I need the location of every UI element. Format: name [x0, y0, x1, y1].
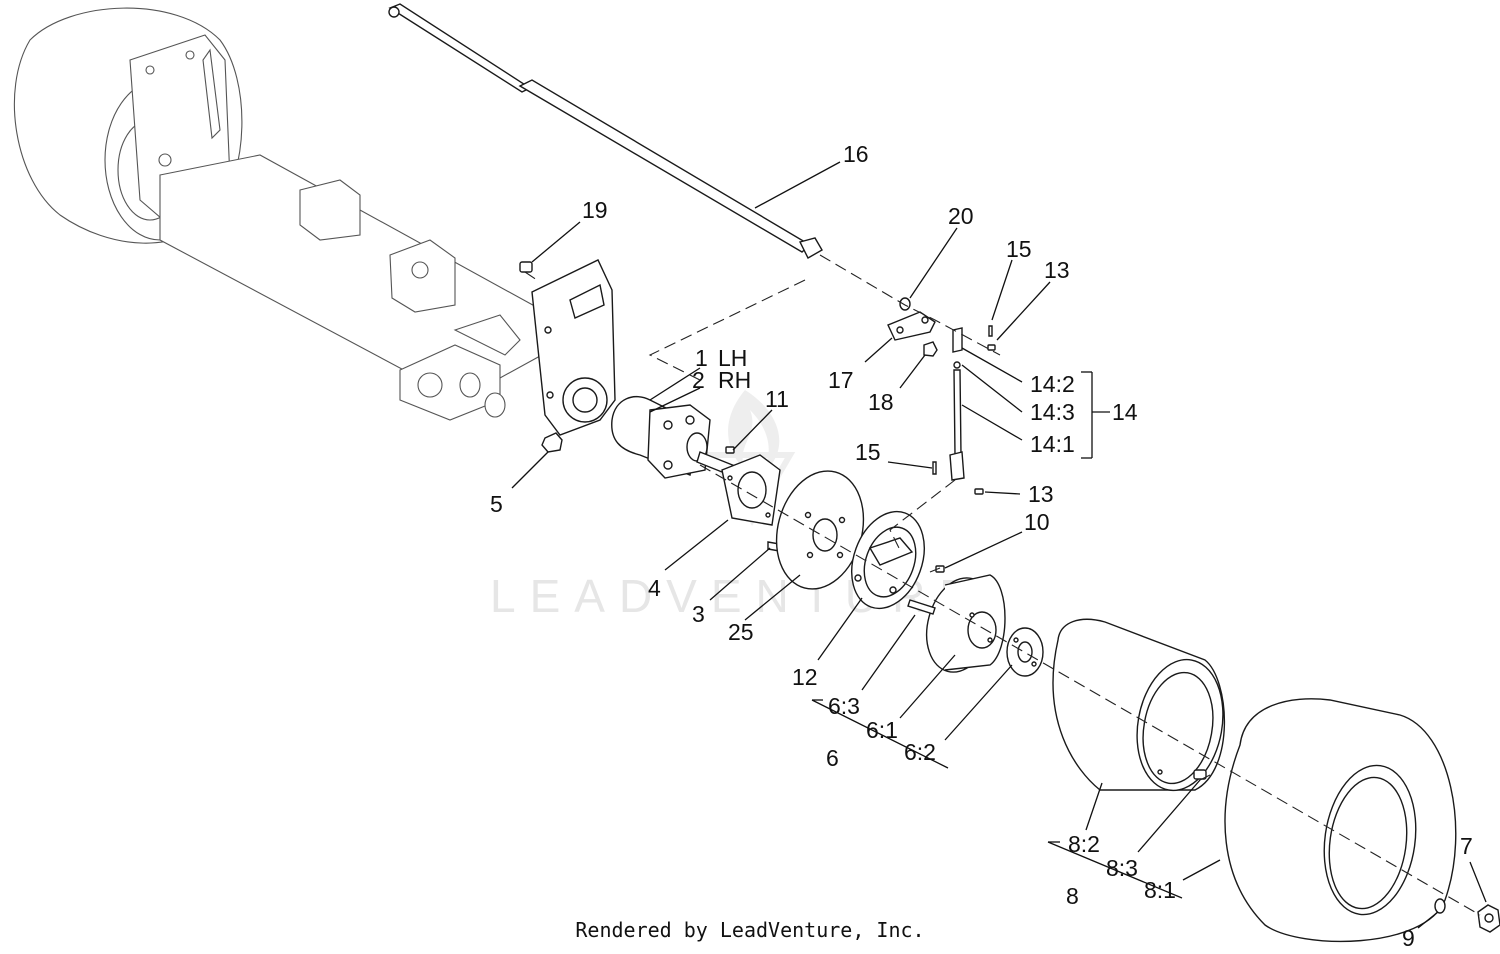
ghost-frame-tube — [159, 154, 561, 421]
callout-4: 4 — [648, 575, 661, 601]
brake-assembly-12 — [851, 510, 925, 610]
bolt-11 — [725, 446, 735, 454]
assembly-lines — [524, 254, 1481, 916]
brake-drum-6-1 — [925, 574, 1006, 673]
callout-14: 14 — [1112, 399, 1138, 425]
callout-labels: 16 19 20 15 13 17 18 1 LH 2 RH 11 15 13 … — [490, 141, 1473, 951]
callout-14-2: 14:2 — [1030, 371, 1075, 397]
callout-13-upper: 13 — [1044, 257, 1070, 283]
washer-9 — [1434, 898, 1446, 914]
lever-bracket-17 — [887, 311, 936, 341]
callout-9: 9 — [1402, 925, 1415, 951]
clevis-pin-13-upper — [987, 344, 996, 351]
callout-20: 20 — [948, 203, 974, 229]
spacer-20 — [899, 297, 911, 311]
nut-5 — [541, 432, 563, 453]
callout-6-3: 6:3 — [828, 693, 860, 719]
clevis-pin-13-lower — [974, 488, 984, 495]
wheel-stud-6-3 — [907, 599, 936, 615]
callout-19: 19 — [582, 197, 608, 223]
pin-15-lower — [932, 461, 937, 475]
callout-14-3: 14:3 — [1030, 399, 1075, 425]
callout-25: 25 — [728, 619, 754, 645]
tire-8-1 — [1224, 698, 1457, 943]
callout-1-side: LH — [718, 345, 747, 371]
spacer-plate-4 — [721, 454, 781, 526]
backing-disc-25 — [775, 470, 865, 590]
nut-18 — [923, 341, 938, 357]
bolt-10 — [935, 565, 945, 573]
bolt-19 — [519, 261, 533, 273]
callout-10: 10 — [1024, 509, 1050, 535]
callout-8-1: 8:1 — [1144, 877, 1176, 903]
callout-3: 3 — [692, 601, 705, 627]
callout-14-1: 14:1 — [1030, 431, 1075, 457]
callout-8-3: 8:3 — [1106, 855, 1138, 881]
render-credit: Rendered by LeadVenture, Inc. — [575, 918, 925, 942]
callout-11: 11 — [765, 386, 789, 412]
turnbuckle-14 — [949, 327, 965, 481]
callout-13-lower: 13 — [1028, 481, 1054, 507]
lug-nut-7 — [1477, 904, 1500, 933]
callout-17: 17 — [828, 367, 854, 393]
callout-8: 8 — [1066, 883, 1079, 909]
brake-rod-16 — [388, 3, 823, 259]
callout-16: 16 — [843, 141, 869, 167]
callout-15-lower: 15 — [855, 439, 881, 465]
callout-6-1: 6:1 — [866, 717, 898, 743]
callout-2: 2 — [692, 367, 705, 393]
hub-flange-6-2 — [1006, 627, 1044, 677]
callout-5: 5 — [490, 491, 503, 517]
pin-15-upper — [988, 325, 993, 337]
callout-18: 18 — [868, 389, 894, 415]
callout-12: 12 — [792, 664, 818, 690]
callout-15-upper: 15 — [1006, 236, 1032, 262]
wheel-motor — [611, 395, 746, 481]
callout-7: 7 — [1460, 833, 1473, 859]
valve-stem-8-3 — [1193, 769, 1207, 780]
mount-plate — [531, 259, 616, 436]
wheel-rim-8-2 — [1052, 618, 1226, 792]
callout-6-2: 6:2 — [904, 739, 936, 765]
callout-1: 1 — [695, 345, 708, 371]
callout-2-side: RH — [718, 367, 751, 393]
leader-lines — [511, 161, 1487, 929]
callout-6: 6 — [826, 745, 839, 771]
callout-8-2: 8:2 — [1068, 831, 1100, 857]
